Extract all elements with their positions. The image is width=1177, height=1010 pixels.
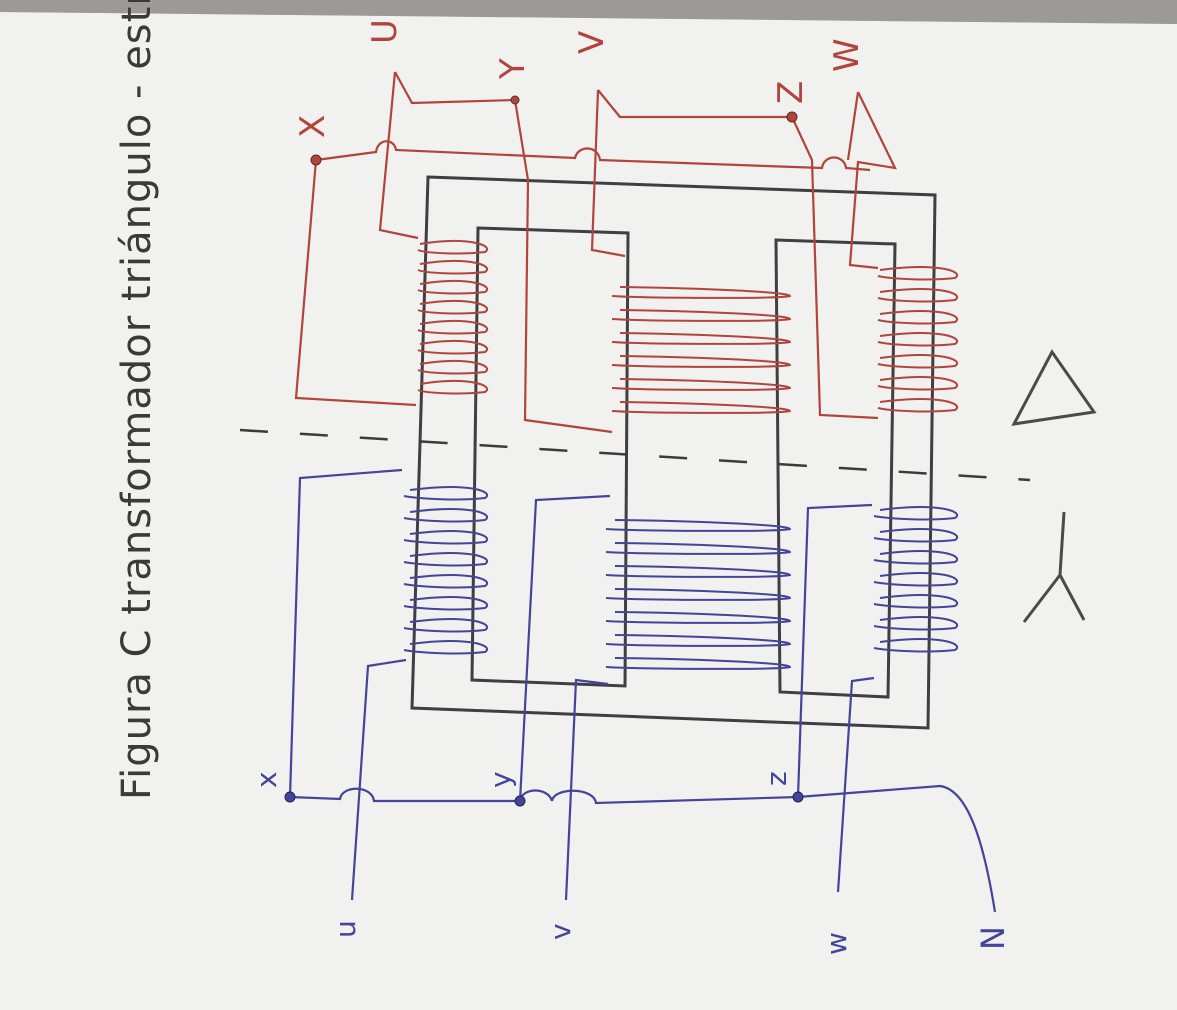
core-window-left <box>470 226 630 688</box>
primary-winding-middle <box>611 286 792 414</box>
node-x <box>284 791 296 803</box>
primary-delta-wiring <box>294 71 897 434</box>
secondary-winding-left <box>403 486 488 655</box>
secondary-neutral-label: N <box>974 926 1012 950</box>
primary-winding-left <box>417 240 488 395</box>
core-window-right <box>774 238 897 699</box>
node-Z <box>786 111 798 123</box>
secondary-node-label-z: z <box>760 771 793 786</box>
primary-node-label-Y: Y <box>493 58 533 80</box>
node-Y <box>510 95 520 105</box>
secondary-star-wiring <box>288 468 997 913</box>
star-symbol <box>1022 511 1086 623</box>
secondary-terminal-u: u <box>329 920 362 938</box>
node-z <box>792 791 804 803</box>
primary-nodes <box>310 95 798 166</box>
secondary-winding-middle <box>605 519 792 670</box>
primary-terminal-V: V <box>572 31 612 54</box>
node-X <box>310 154 322 166</box>
secondary-nodes <box>284 791 804 807</box>
delta-symbol <box>1011 349 1097 426</box>
separation-dashed-line <box>239 428 1031 482</box>
secondary-terminal-v: v <box>544 923 577 940</box>
secondary-terminal-w: w <box>820 932 853 955</box>
paper-sheet <box>0 12 1177 1010</box>
primary-terminal-U: U <box>365 19 405 44</box>
paper-shadow <box>0 0 1177 24</box>
primary-node-label-Z: Z <box>771 81 811 104</box>
figure-caption: Figura C transformador triángulo - estre… <box>114 0 160 800</box>
primary-terminal-W: W <box>827 38 867 72</box>
secondary-winding-right <box>873 506 958 653</box>
core-outer <box>410 175 937 730</box>
secondary-node-label-x: x <box>250 771 283 788</box>
secondary-node-label-y: y <box>484 771 517 788</box>
primary-winding-right <box>877 266 958 413</box>
node-y <box>514 795 526 807</box>
transformer-core <box>410 175 937 730</box>
primary-node-label-X: X <box>293 115 333 138</box>
